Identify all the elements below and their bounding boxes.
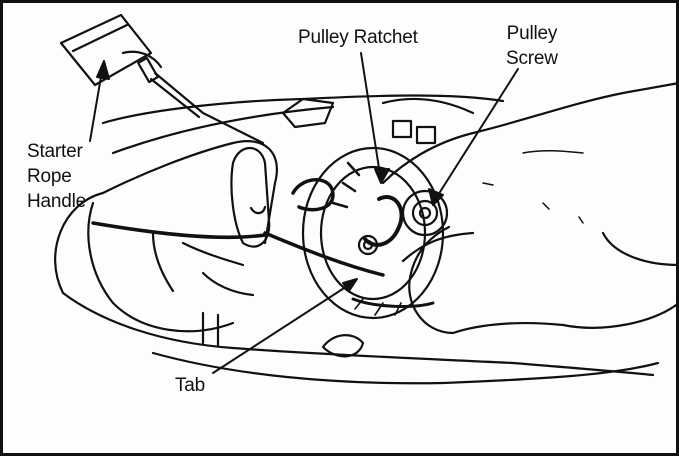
starter-rope-handle-label: Starter Rope Handle	[27, 139, 86, 214]
pulley-screw-label: Pulley Screw	[506, 21, 558, 71]
starter-pulley-illustration	[3, 3, 679, 459]
tab-label: Tab	[175, 373, 205, 398]
starter-rope-handle-label-line-3: Handle	[27, 189, 86, 214]
starter-rope-handle-label-line-1: Starter	[27, 139, 86, 164]
pulley-screw-label-line-2: Screw	[506, 46, 558, 71]
pulley-ratchet-label: Pulley Ratchet	[298, 25, 418, 50]
starter-rope-handle-label-line-2: Rope	[27, 164, 86, 189]
pulley-screw-label-line-1: Pulley	[506, 21, 558, 46]
pulley-drawing	[303, 148, 443, 318]
starter-rope-handle-drawing	[61, 15, 263, 143]
